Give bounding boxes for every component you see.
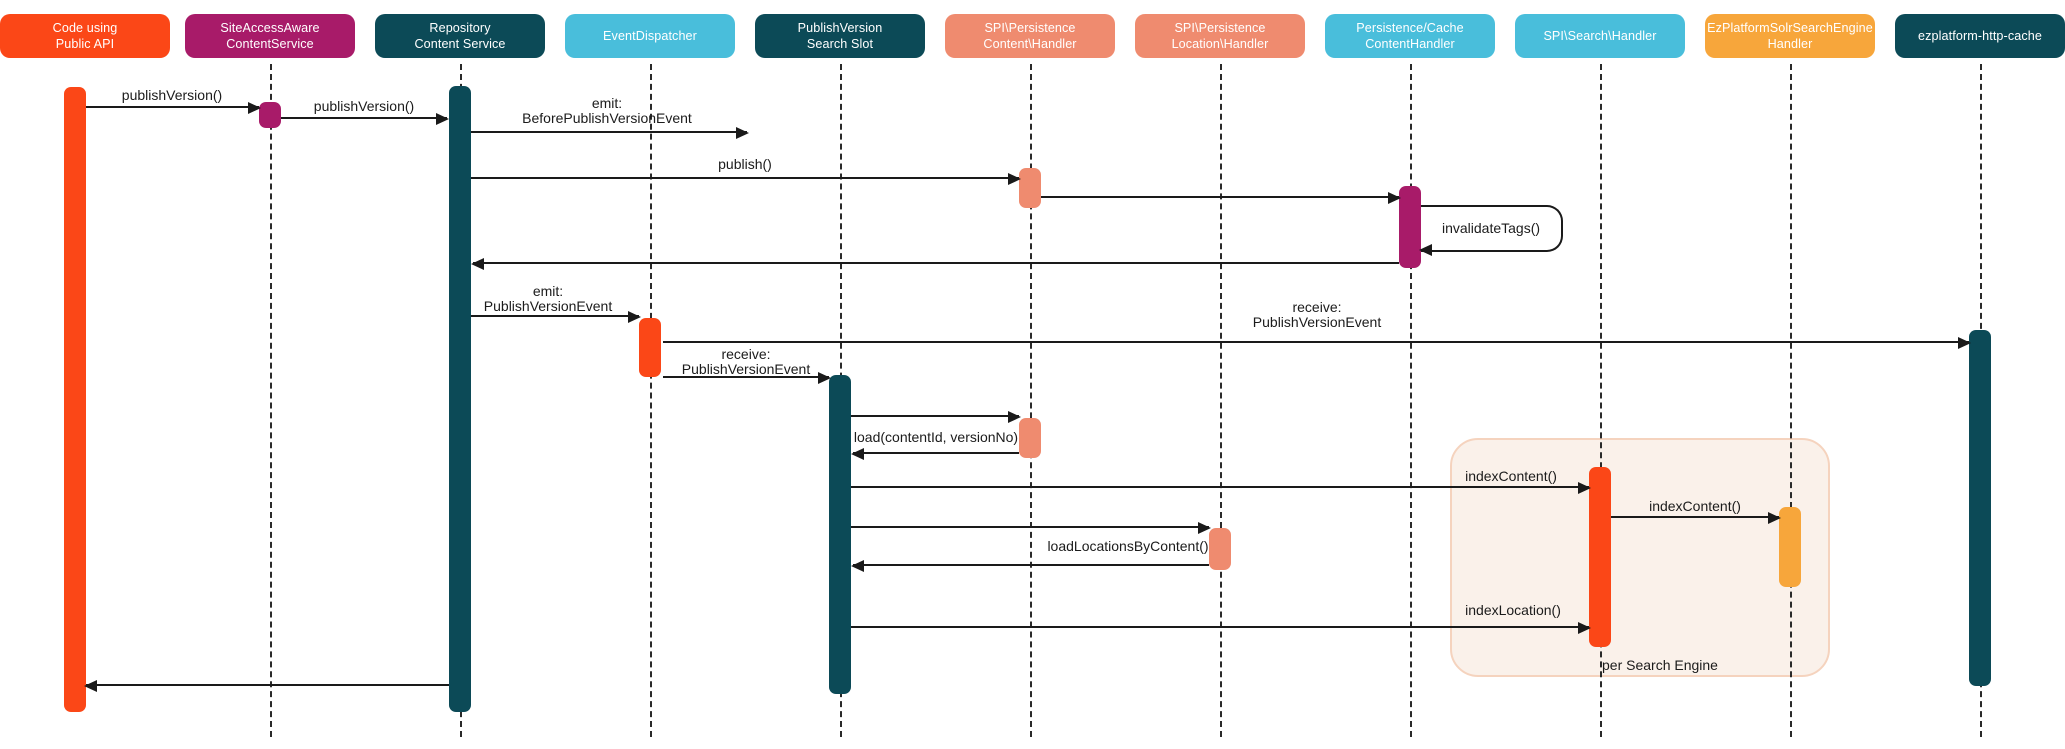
self-call-invalidate-tags: invalidateTags(): [1419, 205, 1563, 256]
arrow-receive-search-slot: [663, 372, 831, 384]
actor-label: Persistence/Cache: [1356, 21, 1464, 35]
actor-label: Search Slot: [806, 37, 874, 51]
label-line: emit:: [591, 95, 623, 111]
actor-label: Location\Handler: [1171, 37, 1269, 51]
activation-bar-publish-version-search-slot: [829, 375, 851, 694]
message-label-load-locations: loadLocationsByContent(): [1047, 538, 1209, 554]
actor-ezplatform-http-cache: ezplatform-http-cache: [1895, 14, 2065, 58]
arrow-index-content-2: [1611, 512, 1781, 524]
message-label-index-content-1: indexContent(): [1465, 468, 1557, 484]
label-line: PublishVersionEvent: [681, 361, 811, 377]
label-line: receive:: [1292, 299, 1342, 315]
lifeline-ez-platform-solr-search-engine-handler: [1790, 64, 1792, 737]
lifeline-spi-persistence-location-handler: [1220, 64, 1222, 737]
group-box-per-search-engine: [1450, 438, 1830, 677]
activation-bar-spi-content-handler-1: [1019, 168, 1041, 208]
label-line: emit:: [532, 283, 564, 299]
arrow-receive-http-cache: [663, 337, 1971, 349]
arrow-index-location: [851, 622, 1591, 634]
actor-label: Code using: [52, 21, 118, 35]
actor-label: ezplatform-http-cache: [1918, 29, 2042, 43]
arrow-return-to-repository: [471, 258, 1399, 270]
lifeline-spi-persistence-content-handler: [1030, 64, 1032, 737]
activation-bar-ezplatform-http-cache: [1969, 330, 1991, 686]
activation-bar-spi-content-handler-2: [1019, 418, 1041, 458]
activation-bar-spi-search-handler: [1589, 467, 1611, 647]
actor-label: EzPlatformSolrSearchEngine: [1707, 21, 1873, 35]
arrow-index-content-1: [851, 482, 1591, 494]
activation-bar-solr-search-engine: [1779, 507, 1801, 587]
message-label-receive-http-cache: receive: PublishVersionEvent: [1253, 300, 1381, 330]
group-label-per-search-engine: per Search Engine: [1602, 657, 1718, 673]
label-line: PublishVersionEvent: [483, 298, 613, 314]
message-label-index-location: indexLocation(): [1465, 602, 1561, 618]
actor-label: SPI\Persistence: [984, 21, 1076, 35]
message-label-publish-version-1: publishVersion(): [121, 87, 223, 103]
actor-label: EventDispatcher: [603, 29, 697, 43]
message-label-load-content: load(contentId, versionNo): [853, 429, 1019, 445]
actor-label: Content Service: [414, 37, 506, 51]
lifeline-persistence-cache-content-handler: [1410, 64, 1412, 737]
actor-label: ContentHandler: [1365, 37, 1455, 51]
activation-bar-event-dispatcher: [639, 318, 661, 377]
message-label-receive-search-slot: receive: PublishVersionEvent: [682, 347, 810, 377]
actor-label: Public API: [55, 37, 115, 51]
label-line: BeforePublishVersionEvent: [522, 110, 692, 126]
arrow-load-content-return: [851, 448, 1019, 460]
actor-label: Repository: [429, 21, 491, 35]
actor-label: SiteAccessAware: [220, 21, 320, 35]
message-label-emit-publish: emit: PublishVersionEvent: [484, 284, 612, 314]
actor-event-dispatcher: EventDispatcher: [565, 14, 735, 58]
actor-label: SPI\Search\Handler: [1543, 29, 1657, 43]
message-label-publish-version-2: publishVersion(): [313, 98, 415, 114]
label-line: PublishVersionEvent: [1252, 314, 1382, 330]
activation-bar-repository-content-service: [449, 86, 471, 712]
activation-bar-persistence-cache: [1399, 186, 1421, 268]
arrow-load-locations-return: [851, 560, 1209, 572]
activation-bar-code-public-api: [64, 87, 86, 712]
arrow-publish: [471, 173, 1021, 185]
activation-bar-spi-location-handler: [1209, 528, 1231, 570]
message-label-index-content-2: indexContent(): [1649, 498, 1741, 514]
lifeline-siteaccess-aware-content-service: [270, 64, 272, 737]
arrow-load-locations-call: [851, 522, 1211, 534]
arrow-to-persistence-cache: [1041, 192, 1401, 204]
actor-label: Content\Handler: [983, 37, 1077, 51]
arrow-publish-version-2: [281, 113, 449, 125]
arrow-final-return: [84, 680, 449, 692]
actor-label: PublishVersion: [797, 21, 883, 35]
activation-bar-siteaccess-aware: [259, 102, 281, 128]
lifeline-event-dispatcher: [650, 64, 652, 737]
actor-label: Handler: [1767, 37, 1813, 51]
actor-spi-search-handler: SPI\Search\Handler: [1515, 14, 1685, 58]
message-label-invalidate-tags: invalidateTags(): [1441, 220, 1541, 236]
message-label-emit-before: emit: BeforePublishVersionEvent: [522, 96, 692, 126]
arrow-publish-version-1: [86, 102, 261, 114]
actor-label: SPI\Persistence: [1174, 21, 1266, 35]
arrow-emit-publish-version-event: [471, 311, 641, 323]
arrow-load-content-call: [851, 411, 1021, 423]
arrow-emit-before-publish-version-event: [471, 127, 749, 139]
lifeline-spi-search-handler: [1600, 64, 1602, 737]
label-line: receive:: [721, 346, 771, 362]
actor-label: ContentService: [226, 37, 314, 51]
message-label-publish: publish(): [718, 156, 772, 172]
